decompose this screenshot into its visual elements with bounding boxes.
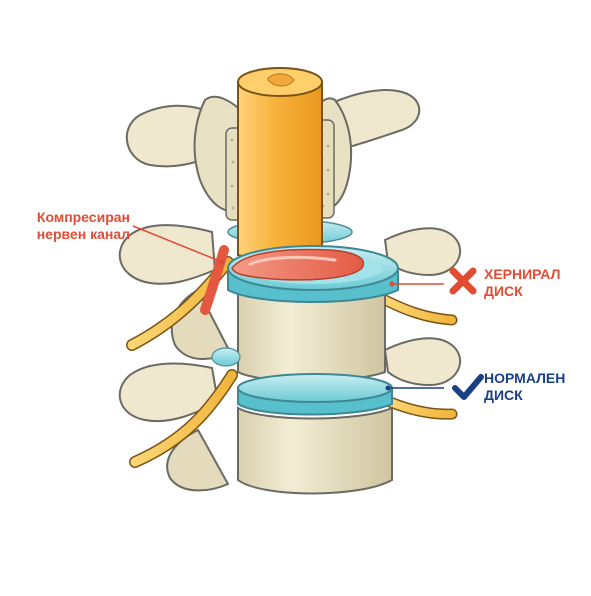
low-left-transverse-process	[118, 362, 220, 423]
nerve-roots	[126, 245, 458, 468]
herniated-disc	[227, 245, 399, 303]
herniated-disc-label: ХЕРНИРАЛ ДИСК	[484, 266, 560, 300]
compressed-nerve-segment	[200, 245, 229, 315]
spinal-cord	[237, 67, 323, 262]
mid-right-transverse-process	[383, 227, 461, 277]
posterior-bones	[118, 89, 461, 492]
normal-disc-line1: НОРМАЛЕН	[484, 370, 566, 386]
mid-left-transverse-process	[118, 224, 217, 285]
leader-lines	[132, 225, 444, 391]
compressed-canal-leader	[132, 225, 223, 263]
lower-vertebral-body	[237, 406, 393, 495]
herniated-disc-line2: ДИСК	[484, 283, 523, 299]
check-icon	[451, 372, 485, 402]
normal-disc-label: НОРМАЛЕН ДИСК	[484, 370, 565, 404]
upper-vertebral-body	[237, 289, 386, 382]
herniation-bulge	[231, 248, 365, 281]
x-icon	[448, 266, 478, 296]
compressed-canal-label: Компресиран нервен канал	[18, 209, 130, 243]
compressed-canal-line2: нервен канал	[36, 226, 130, 242]
low-right-transverse-process	[383, 337, 461, 387]
compressed-canal-line1: Компресиран	[36, 209, 130, 225]
mid-small-disc	[211, 347, 241, 367]
herniated-disc-line1: ХЕРНИРАЛ	[484, 266, 561, 282]
normal-disc-line2: ДИСК	[484, 387, 523, 403]
normal-disc	[237, 373, 393, 416]
